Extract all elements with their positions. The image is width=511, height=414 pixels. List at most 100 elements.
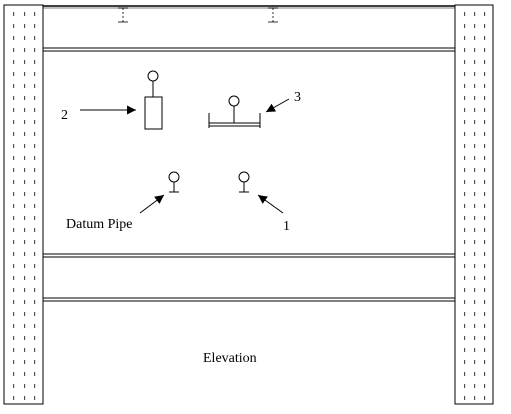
bolt-hole [474,372,476,376]
bolt-hole [13,252,15,256]
bolt-hole [464,228,466,232]
bolt-hole [484,144,486,148]
bolt-hole [484,168,486,172]
bolt-hole [484,132,486,136]
bolt-hole [13,216,15,220]
bolt-hole [24,264,26,268]
bolt-hole [484,36,486,40]
bolt-hole [464,168,466,172]
bolt-hole [464,156,466,160]
bolt-hole [474,144,476,148]
bolt-hole [474,288,476,292]
bolt-hole [474,108,476,112]
bolt-hole [34,192,36,196]
bolt-hole [474,180,476,184]
bolt-hole [474,240,476,244]
bolt-hole [34,264,36,268]
bolt-hole [34,312,36,316]
leader-arrow-1 [257,194,284,214]
bolt-hole [464,360,466,364]
bolt-hole [484,228,486,232]
bolt-hole [464,192,466,196]
bolt-hole [24,336,26,340]
bolt-hole [484,324,486,328]
bolt-hole [474,156,476,160]
bolt-hole [24,180,26,184]
bolt-hole [34,372,36,376]
bolt-hole [464,396,466,400]
bolt-hole [34,240,36,244]
bolt-hole [464,252,466,256]
bolt-hole [13,348,15,352]
bolt-hole [13,264,15,268]
bolt-hole [24,192,26,196]
bolt-hole [484,348,486,352]
bolt-hole [24,240,26,244]
bolt-hole [484,276,486,280]
bolt-hole [34,96,36,100]
bolt-hole [34,384,36,388]
bolt-hole [474,36,476,40]
bolt-hole [484,180,486,184]
bolt-hole [484,96,486,100]
bolt-hole [484,336,486,340]
bolt-hole [24,216,26,220]
bolt-hole [474,48,476,52]
bolt-hole [13,324,15,328]
bolt-hole [474,324,476,328]
leader-arrow-3 [265,98,290,113]
bolt-hole [464,276,466,280]
bolt-hole [34,12,36,16]
bolt-hole [24,276,26,280]
bolt-hole [484,84,486,88]
bolt-hole [24,252,26,256]
bolt-hole [484,216,486,220]
bolt-hole [484,192,486,196]
bolt-hole [13,396,15,400]
bolt-hole [24,120,26,124]
bolt-hole [484,384,486,388]
bolt-hole [484,396,486,400]
bolt-hole [34,336,36,340]
bolt-hole [464,36,466,40]
beam-upper [43,47,455,52]
bolt-hole [464,288,466,292]
bolt-hole [24,36,26,40]
bolt-hole [24,300,26,304]
bolt-hole [34,324,36,328]
label-item-1: 1 [283,219,290,234]
bolt-hole [13,276,15,280]
bolt-hole [464,48,466,52]
top-hanger-left [118,7,128,23]
bolt-hole [464,120,466,124]
label-item-3: 3 [294,90,301,105]
bolt-hole [34,252,36,256]
bolt-hole [34,204,36,208]
bolt-hole [24,84,26,88]
bolt-hole [13,180,15,184]
bolt-hole [24,384,26,388]
bolt-hole [24,324,26,328]
bolt-hole [13,12,15,16]
bolt-hole [484,72,486,76]
bolt-hole [13,192,15,196]
bolt-hole [24,204,26,208]
bolt-hole [464,264,466,268]
bolt-hole [34,288,36,292]
bolt-hole [484,288,486,292]
bolt-hole [13,336,15,340]
bolt-hole [13,384,15,388]
bolt-hole [474,348,476,352]
bolt-hole [24,168,26,172]
bolt-hole [464,60,466,64]
bolt-hole [474,252,476,256]
bolt-hole [13,360,15,364]
bolt-hole [484,156,486,160]
bolt-hole [24,312,26,316]
bolt-hole [34,84,36,88]
bolt-hole [474,384,476,388]
bolt-hole [13,300,15,304]
bolt-hole [464,180,466,184]
bolt-hole [464,96,466,100]
bolt-hole [474,72,476,76]
